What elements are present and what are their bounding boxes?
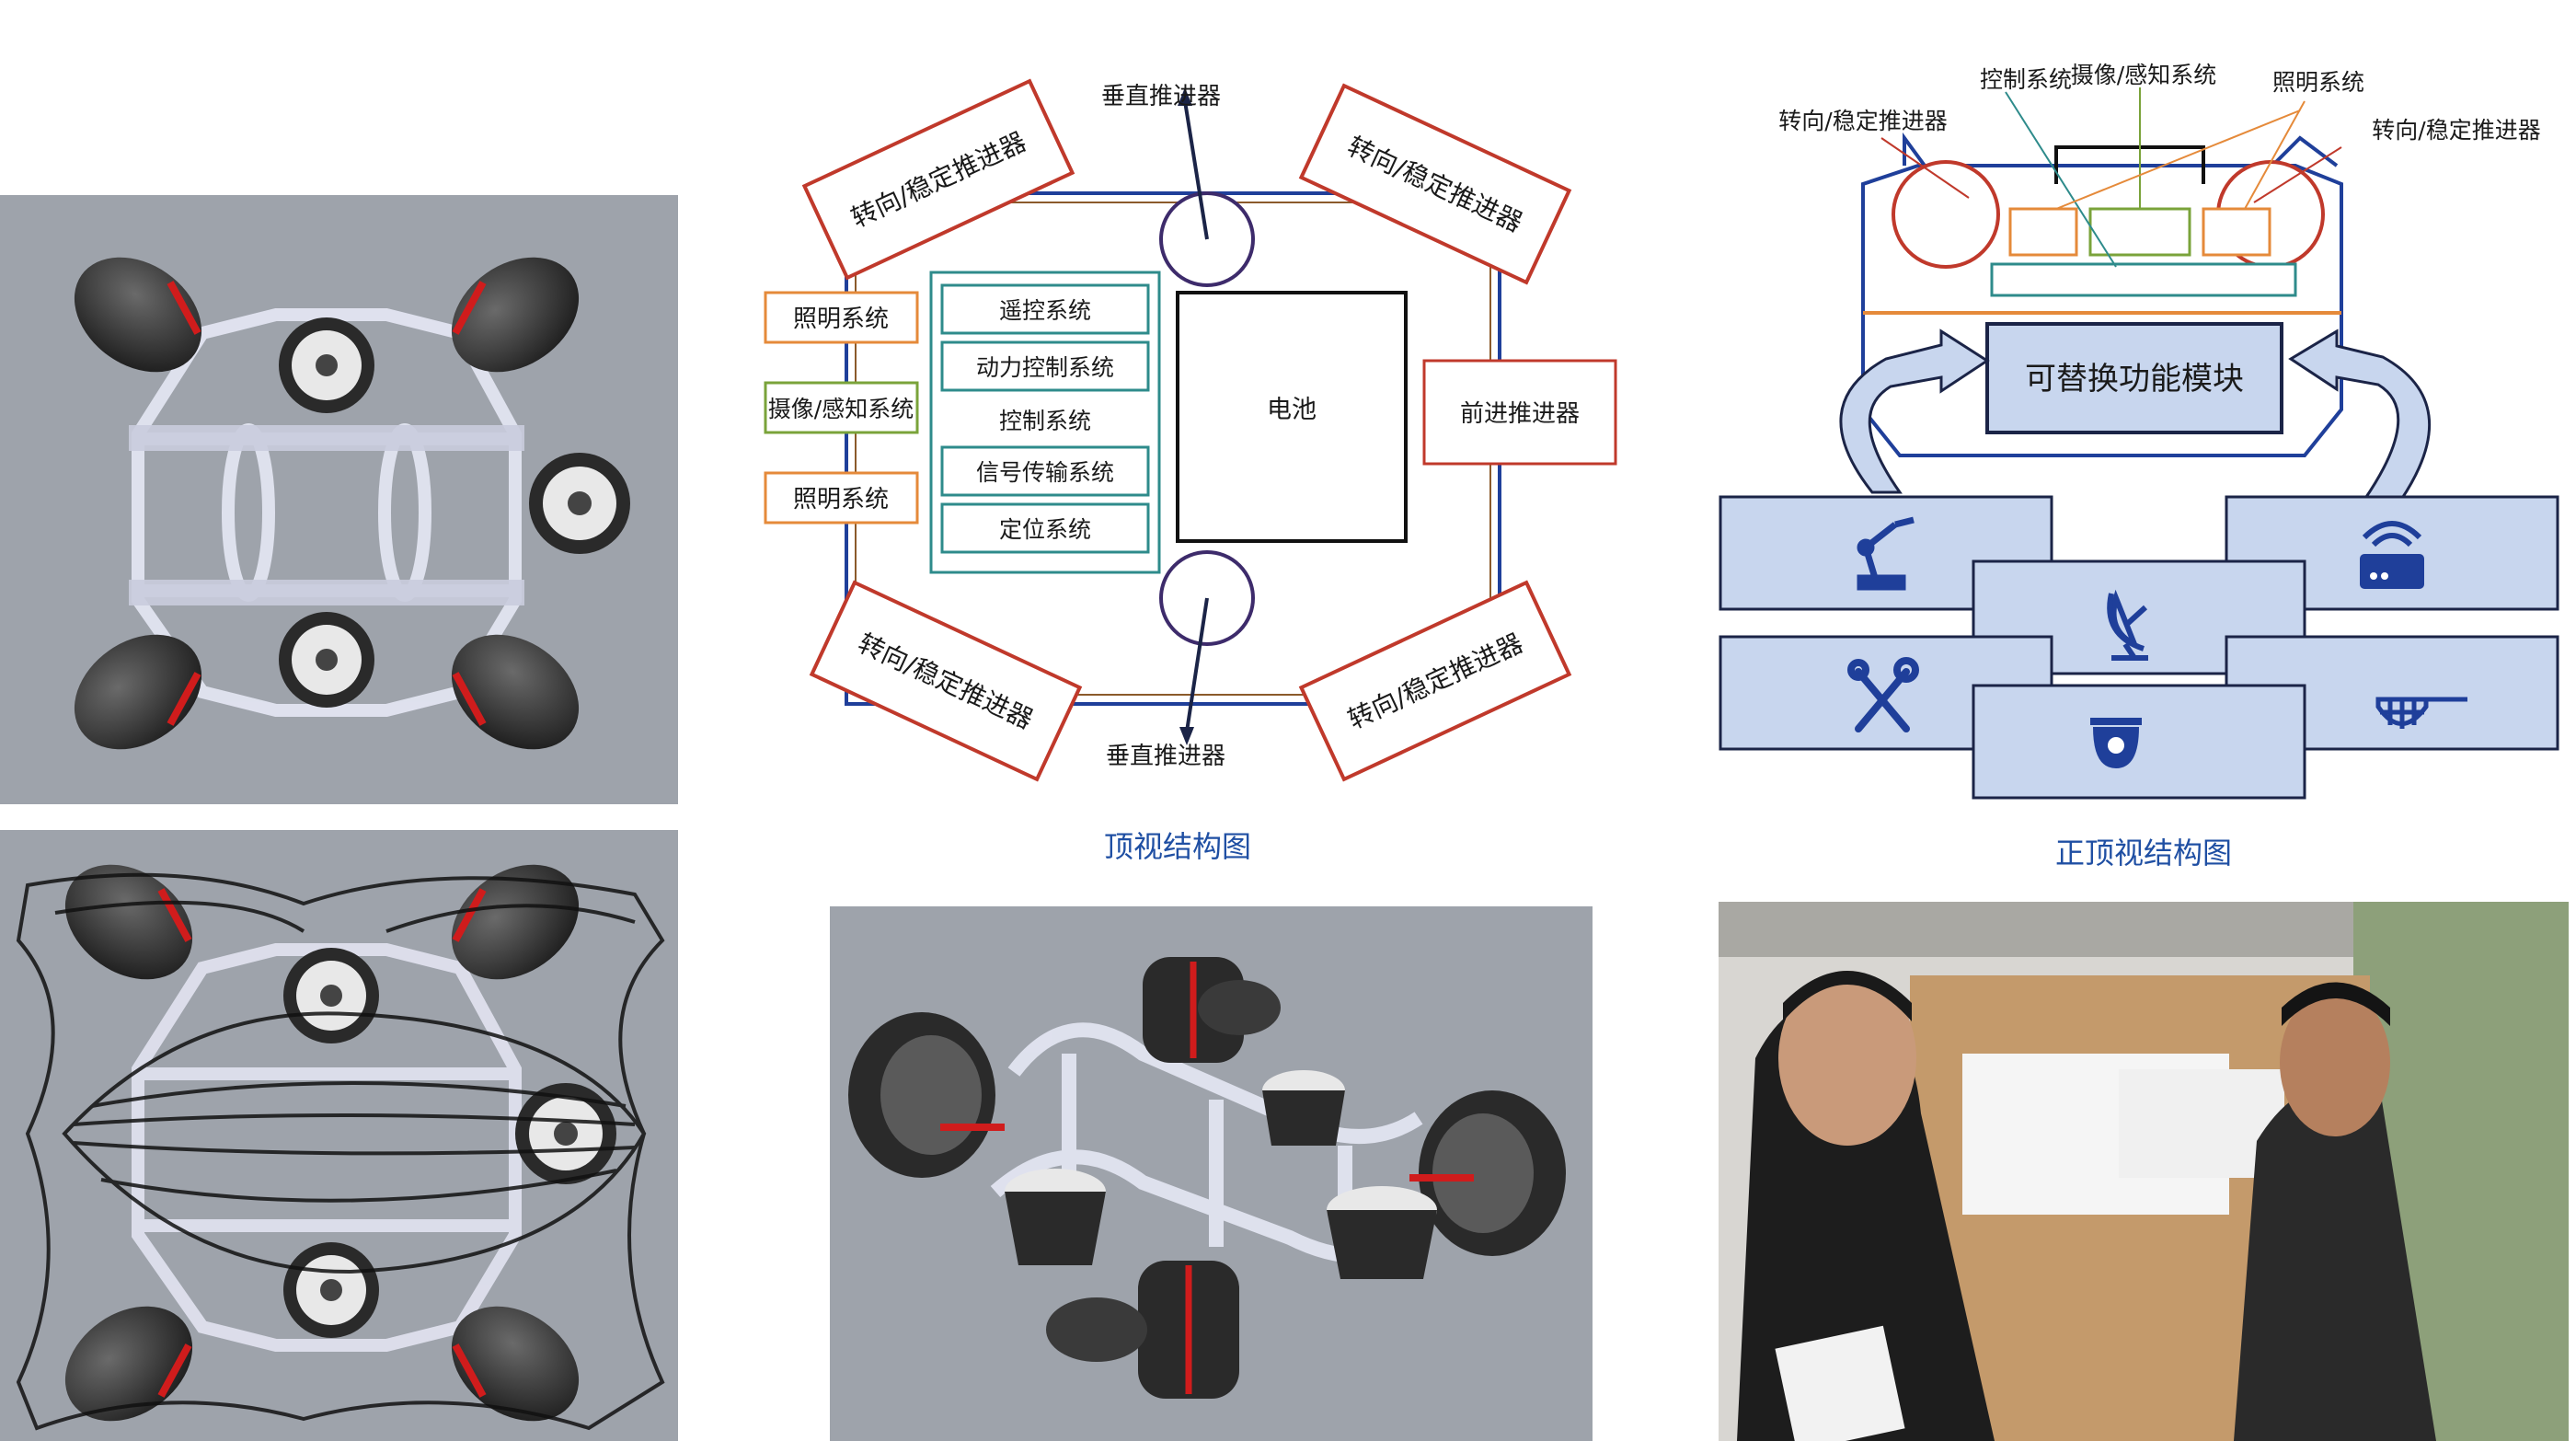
render-top-view [0,195,678,804]
steer-box-top-right: 转向/稳定推进器 [1298,83,1572,285]
vertical-thruster-iso-3 [1327,1186,1437,1279]
thruster-iso-top [1143,957,1281,1063]
router-icon [2360,521,2424,589]
svg-text:摄像/感知系统: 摄像/感知系统 [768,396,914,422]
pointer-steer-right [2253,146,2342,203]
power-control-box: 动力控制系统 [940,340,1150,392]
pointer-steer-left [1880,137,1970,199]
thruster-bottom-left [64,1306,193,1422]
thruster-top-left [74,257,202,373]
control-system-label: 控制系统 [999,408,1091,434]
steer-box-bottom-right: 转向/稳定推进器 [1298,580,1572,782]
vertical-thruster-iso-1 [1005,1169,1106,1265]
label-lighting: 照明系统 [2272,69,2364,96]
team-photo [1719,902,2569,1441]
satellite-dish-icon [2107,589,2148,661]
pointer-lighting-a [2055,110,2301,210]
battery-box: 电池 [1176,291,1408,543]
remote-box: 遥控系统 [940,283,1150,335]
label-control: 控制系统 [1980,66,2072,93]
positioning-box: 定位系统 [940,502,1150,554]
thruster-iso-bottom [1046,1261,1239,1399]
svg-text:照明系统: 照明系统 [793,305,889,333]
lighting-box-left [2008,207,2078,257]
sketch-strokes [16,872,665,1431]
forward-thruster [529,453,630,554]
signal-box: 信号传输系统 [940,445,1150,497]
module-tile-robot-arm [1719,495,2053,611]
replaceable-module: 可替换功能模块 [1985,322,2283,434]
vertical-thruster-bottom [279,612,374,708]
arrow-left-curve [1839,329,1990,494]
front-top-view-caption: 正顶视结构图 [2054,836,2232,870]
team-photo-drawing [1719,902,2569,1441]
steer-box-bottom-left: 转向/稳定推进器 [809,580,1083,782]
pointer-lighting-b [2244,100,2306,210]
front-top-diagram-svg: 可替换功能模块 控制系统 摄像/感知系统 照明系统 转向/稳定推进器 转向/稳定… [1719,62,2559,800]
camera-box [2088,207,2191,257]
svg-text:定位系统: 定位系统 [999,516,1091,543]
vertical-thruster-iso-2 [1262,1070,1345,1146]
svg-text:可替换功能模块: 可替换功能模块 [2025,361,2244,398]
render-sketch-view-drawing [16,864,665,1431]
thruster-bottom-left [74,634,202,750]
module-tile-camera [1972,684,2306,800]
hull-body [1861,164,2343,457]
tools-icon [1847,657,1919,732]
lighting-box-1: 照明系统 [764,291,919,344]
camera-dome-icon [2090,718,2142,768]
label-steer-left: 转向/稳定推进器 [1778,108,1947,134]
robot-arm-icon [1857,516,1915,591]
render-isometric-view [830,906,1593,1441]
render-isometric-drawing [848,957,1566,1399]
sensing-box: 摄像/感知系统 [764,381,919,434]
thruster-iso-right [1409,1090,1566,1256]
top-view-structure-diagram: 转向/稳定推进器 转向/稳定推进器 转向/稳定推进器 转向/稳定推进器 垂直推进… [718,55,1628,791]
steer-box-top-left: 转向/稳定推进器 [801,78,1075,281]
front-top-view-diagram: 可替换功能模块 控制系统 摄像/感知系统 照明系统 转向/稳定推进器 转向/稳定… [1693,37,2576,810]
vertical-thruster-top [283,948,379,1043]
svg-text:电池: 电池 [1267,396,1317,424]
arrow-vertical-bottom [1185,597,1209,732]
thruster-bottom-right [451,634,580,750]
render-sketch-view [0,830,678,1441]
thruster-top-left [64,864,193,980]
arrow-vertical-top [1183,100,1209,240]
pointer-control [2005,91,2117,268]
person-right [2234,1083,2436,1441]
forward-thruster-box: 前进推进器 [1422,359,1617,466]
top-view-diagram-svg: 转向/稳定推进器 转向/稳定推进器 转向/稳定推进器 转向/稳定推进器 垂直推进… [764,78,1617,782]
top-view-caption-text: 顶视结构图 [1103,829,1251,864]
thruster-iso-left [848,1012,1005,1178]
lighting-box-2: 照明系统 [764,471,919,525]
label-steer-right: 转向/稳定推进器 [2372,117,2540,144]
steer-circle-left [1892,160,2000,269]
svg-text:照明系统: 照明系统 [793,486,889,513]
svg-text:遥控系统: 遥控系统 [999,297,1091,324]
thruster-top-right [451,864,580,980]
vertical-thruster-top-label: 垂直推进器 [1101,83,1221,110]
arrow-right-curve [2288,329,2431,501]
vertical-thruster-top [279,317,374,413]
net-icon [2375,697,2467,729]
render-top-view-drawing [74,257,630,750]
svg-text:信号传输系统: 信号传输系统 [976,459,1114,486]
vertical-thruster-bottom [283,1242,379,1338]
thruster-top-right [451,257,580,373]
control-strip [1990,262,2297,297]
vertical-thruster-bottom-label: 垂直推进器 [1106,743,1225,770]
thruster-bottom-right [451,1306,580,1422]
svg-text:动力控制系统: 动力控制系统 [976,354,1114,381]
label-camera: 摄像/感知系统 [2071,62,2216,88]
lighting-box-right [2202,207,2271,257]
svg-text:前进推进器: 前进推进器 [1460,400,1580,428]
